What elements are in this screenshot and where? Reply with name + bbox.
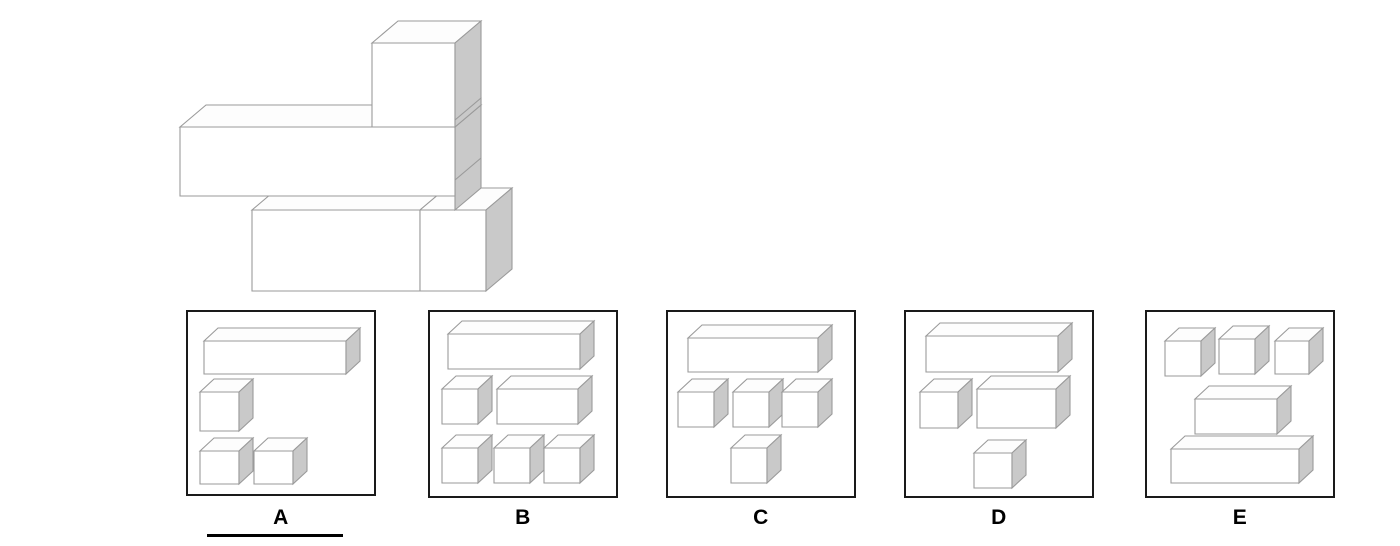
piece-cube [731, 377, 785, 429]
piece-medium-bar [495, 374, 594, 426]
option-d-label: D [991, 506, 1007, 529]
option-e-panel[interactable] [1145, 310, 1335, 498]
piece-cube [676, 377, 730, 429]
piece-cube [780, 377, 834, 429]
option-d-panel[interactable] [904, 310, 1094, 498]
piece-long-bar [202, 326, 362, 376]
option-b-label: B [515, 506, 531, 529]
piece-cube [1163, 326, 1217, 378]
piece-cube [492, 433, 546, 485]
piece-medium-bar [975, 374, 1072, 430]
option-c-label: C [753, 506, 769, 529]
option-a-label: A [273, 506, 289, 529]
option-b-panel[interactable] [428, 310, 618, 498]
piece-medium-bar [1193, 384, 1293, 436]
assembled-block-structure [178, 19, 514, 293]
piece-cube [542, 433, 596, 485]
option-a-panel[interactable] [186, 310, 376, 496]
piece-cube [440, 433, 494, 485]
piece-cube [729, 433, 783, 485]
piece-long-bar [1169, 434, 1315, 485]
prompt-figure [178, 19, 514, 293]
piece-cube [198, 377, 255, 433]
piece-long-bar [686, 323, 834, 374]
piece-cube [918, 377, 974, 430]
piece-cube [1273, 326, 1325, 376]
piece-long-bar [446, 319, 596, 371]
piece-cube [972, 438, 1028, 490]
piece-cube [252, 436, 309, 486]
piece-long-bar [924, 321, 1074, 374]
answer-options-row: A [0, 310, 1400, 546]
option-e-label: E [1232, 506, 1248, 529]
piece-cube [198, 436, 255, 486]
option-c-panel[interactable] [666, 310, 856, 498]
option-a-selection-underline[interactable] [207, 534, 343, 537]
piece-cube [440, 374, 494, 426]
piece-cube [1217, 324, 1271, 376]
